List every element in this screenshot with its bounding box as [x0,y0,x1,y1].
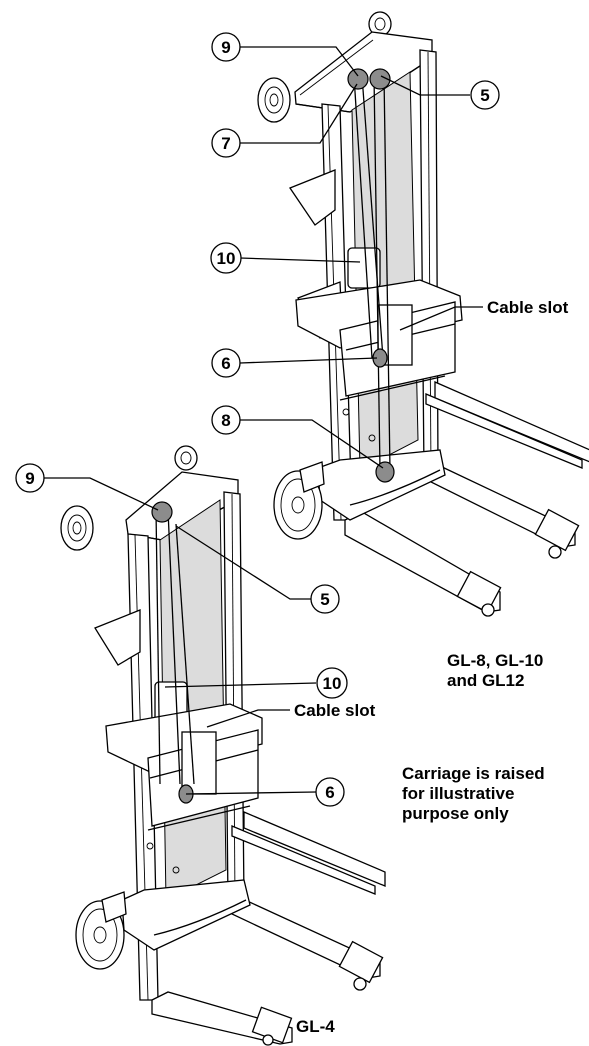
callout-6-top: 6 [211,348,241,378]
note-line-1: Carriage is raised [402,764,545,783]
callout-8-top: 8 [211,405,241,435]
svg-text:6: 6 [325,783,334,802]
svg-text:9: 9 [221,38,230,57]
callout-5-top: 5 [470,80,500,110]
svg-text:7: 7 [221,134,230,153]
svg-text:9: 9 [25,469,34,488]
callout-9-top: 9 [211,32,241,62]
svg-text:6: 6 [221,354,230,373]
callout-10-bottom: 10 [316,667,348,699]
leader-lines [44,46,483,795]
bottom-lift-drawing [60,445,386,1046]
cable-slot-label-bottom: Cable slot [294,701,376,720]
svg-text:10: 10 [323,674,342,693]
callout-10-top: 10 [210,242,242,274]
top-lift-drawing [257,11,589,617]
svg-text:10: 10 [217,249,236,268]
svg-text:8: 8 [221,411,230,430]
model-label-top-line2: and GL12 [447,671,524,690]
model-label-top-line1: GL-8, GL-10 [447,651,543,670]
model-label-bottom: GL-4 [296,1017,335,1036]
callout-7-top: 7 [211,128,241,158]
callout-6-bottom: 6 [315,777,345,807]
svg-text:5: 5 [320,590,329,609]
note-line-2: for illustrative [402,784,514,803]
cable-slot-label-top: Cable slot [487,298,569,317]
svg-text:5: 5 [480,86,489,105]
note-line-3: purpose only [402,804,509,823]
callout-9-bottom: 9 [15,463,45,493]
callout-5-bottom: 5 [310,584,340,614]
